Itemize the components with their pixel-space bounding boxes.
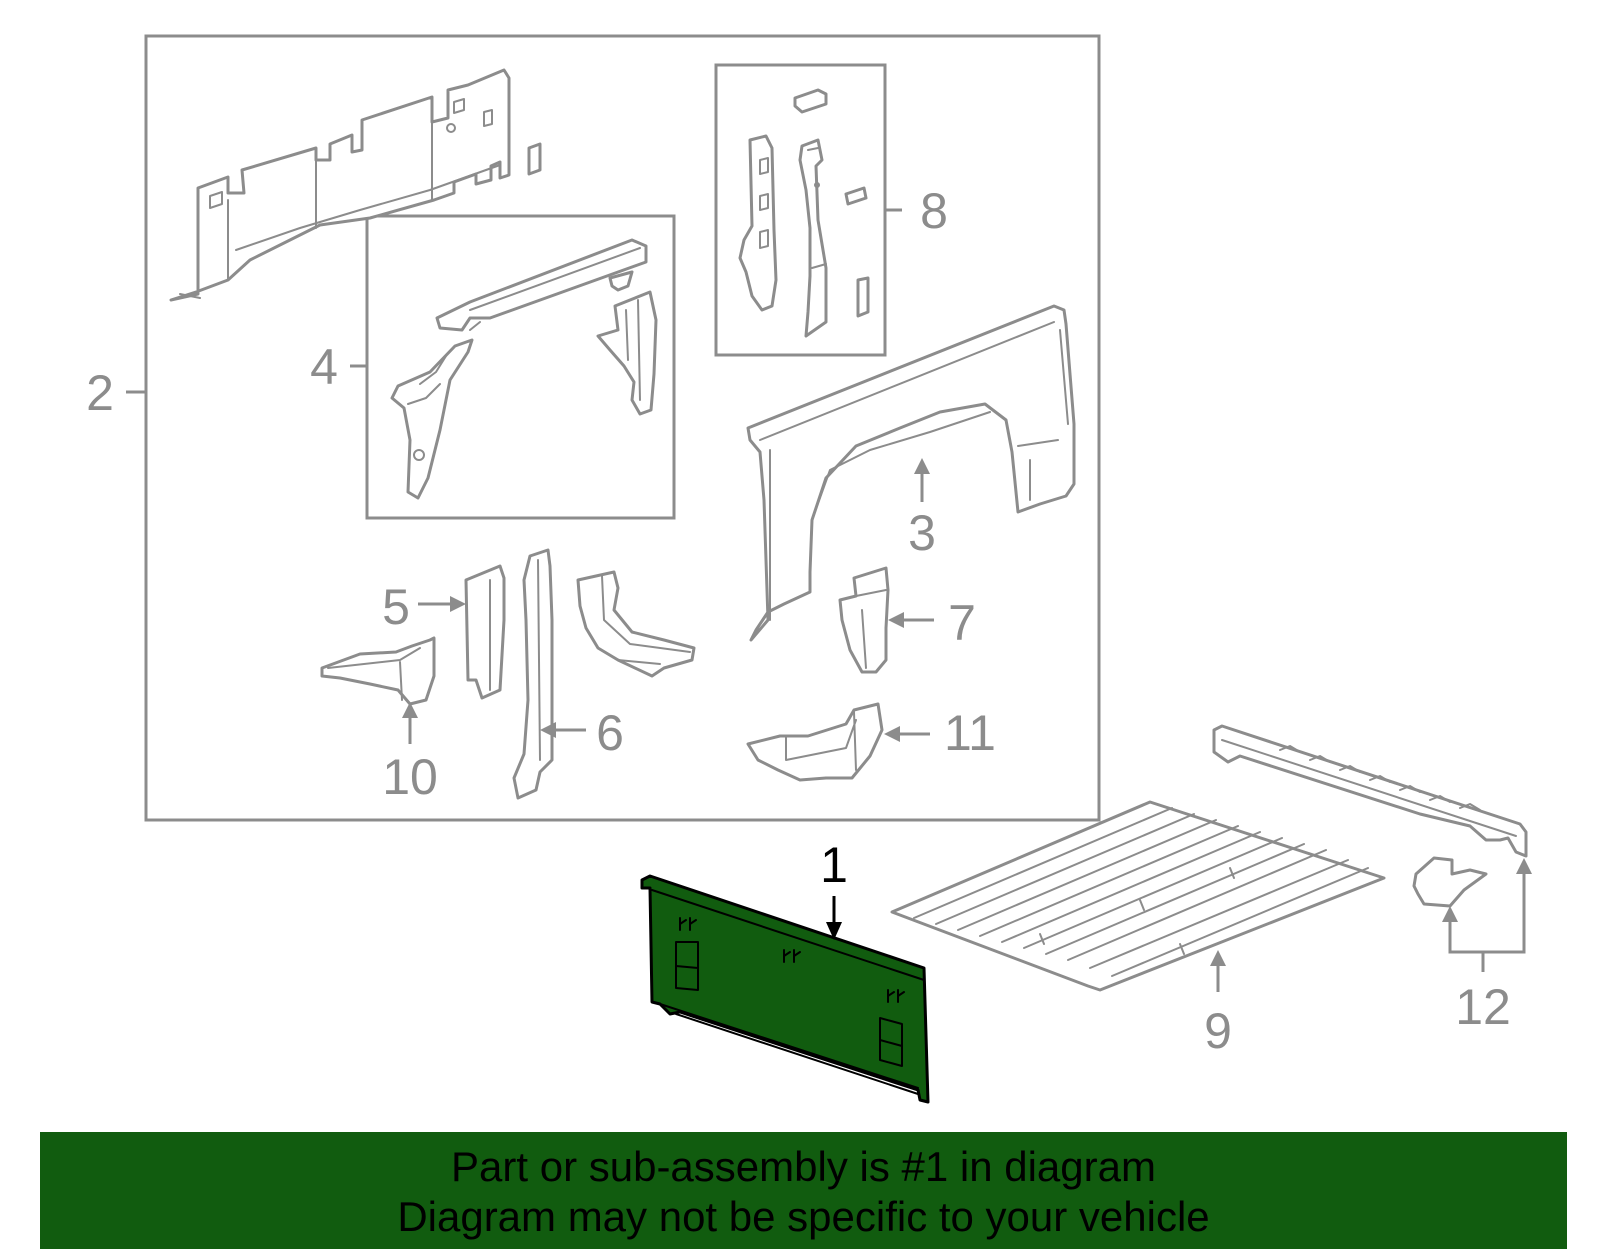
- callout-12: 12: [1455, 979, 1511, 1035]
- callout-6: 6: [596, 705, 624, 761]
- callout-7: 7: [948, 595, 976, 651]
- callout-4: 4: [310, 339, 338, 395]
- part-7: [838, 566, 890, 674]
- callout-11: 11: [944, 705, 996, 761]
- callout-10: 10: [382, 749, 438, 805]
- rail-parts-12: [1212, 724, 1528, 908]
- floor-panel-part-9: [890, 800, 1386, 992]
- wheelhouse-bracket-part: [576, 570, 696, 678]
- assembly-8-parts: [738, 88, 870, 338]
- callout-5: 5: [382, 579, 410, 635]
- callout-9: 9: [1204, 1003, 1232, 1059]
- highlighted-part-1: [640, 874, 930, 1104]
- side-panel-part-3: [746, 304, 1076, 642]
- callout-3: 3: [908, 505, 936, 561]
- leader-lines: [126, 208, 1532, 992]
- front-inner-panel-part: [169, 68, 542, 302]
- info-banner: Part or sub-assembly is #1 in diagram Di…: [40, 1132, 1567, 1249]
- assembly-4-parts: [390, 238, 658, 500]
- callout-2: 2: [86, 365, 114, 421]
- assembly-2-box: [144, 34, 1101, 822]
- part-10: [320, 636, 436, 706]
- banner-background: [40, 1132, 1567, 1249]
- banner-line-1: Part or sub-assembly is #1 in diagram: [451, 1143, 1156, 1190]
- part-6: [512, 548, 554, 800]
- banner-line-2: Diagram may not be specific to your vehi…: [397, 1193, 1210, 1240]
- callout-8: 8: [920, 183, 948, 239]
- part-11: [746, 702, 884, 782]
- callout-1: 1: [820, 837, 848, 893]
- part-5: [464, 564, 506, 700]
